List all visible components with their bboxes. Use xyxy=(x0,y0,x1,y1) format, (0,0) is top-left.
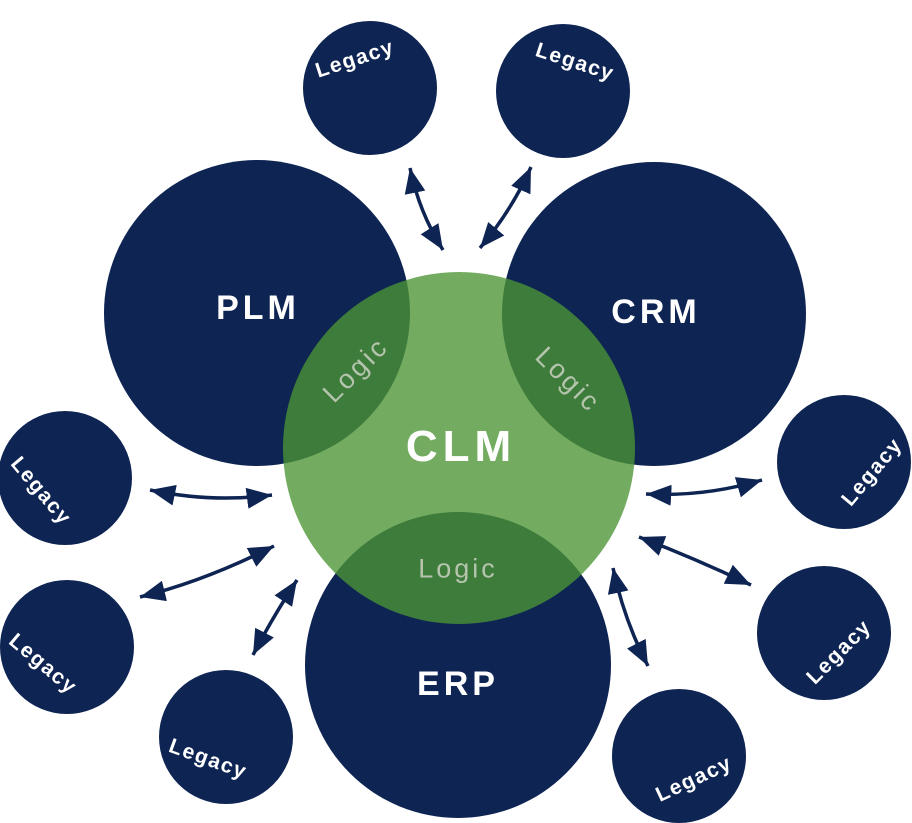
crm-label: CRM xyxy=(611,293,701,331)
double-arrow-left-upper-legacy-icon xyxy=(149,484,273,509)
double-arrow-bottom-left-legacy-icon xyxy=(251,579,299,656)
double-arrow-left-lower-legacy-icon xyxy=(139,544,275,602)
clm-label: CLM xyxy=(405,422,517,471)
legacy-circle-left-upper xyxy=(0,411,132,545)
legacy-circle-top-right xyxy=(496,24,630,158)
double-arrow-bottom-right-legacy-icon xyxy=(607,567,650,667)
logic-label-erp-overlap: Logic xyxy=(418,553,498,584)
legacy-circle-top-left xyxy=(303,21,437,155)
double-arrow-right-lower-legacy-icon xyxy=(638,535,752,587)
legacy-circle-right-lower xyxy=(757,566,891,700)
legacy-circle-bottom-right xyxy=(612,689,746,823)
double-arrow-right-upper-legacy-icon xyxy=(645,477,763,506)
double-arrow-top-right-legacy-icon xyxy=(478,166,533,250)
double-arrow-top-left-legacy-icon xyxy=(404,167,445,251)
plm-label: PLM xyxy=(216,289,300,327)
legacy-circle-right-upper xyxy=(777,395,911,529)
erp-label: ERP xyxy=(417,665,499,703)
legacy-circle-bottom-left xyxy=(159,670,293,804)
legacy-circle-left-lower xyxy=(0,580,134,714)
clm-circle xyxy=(283,272,635,624)
